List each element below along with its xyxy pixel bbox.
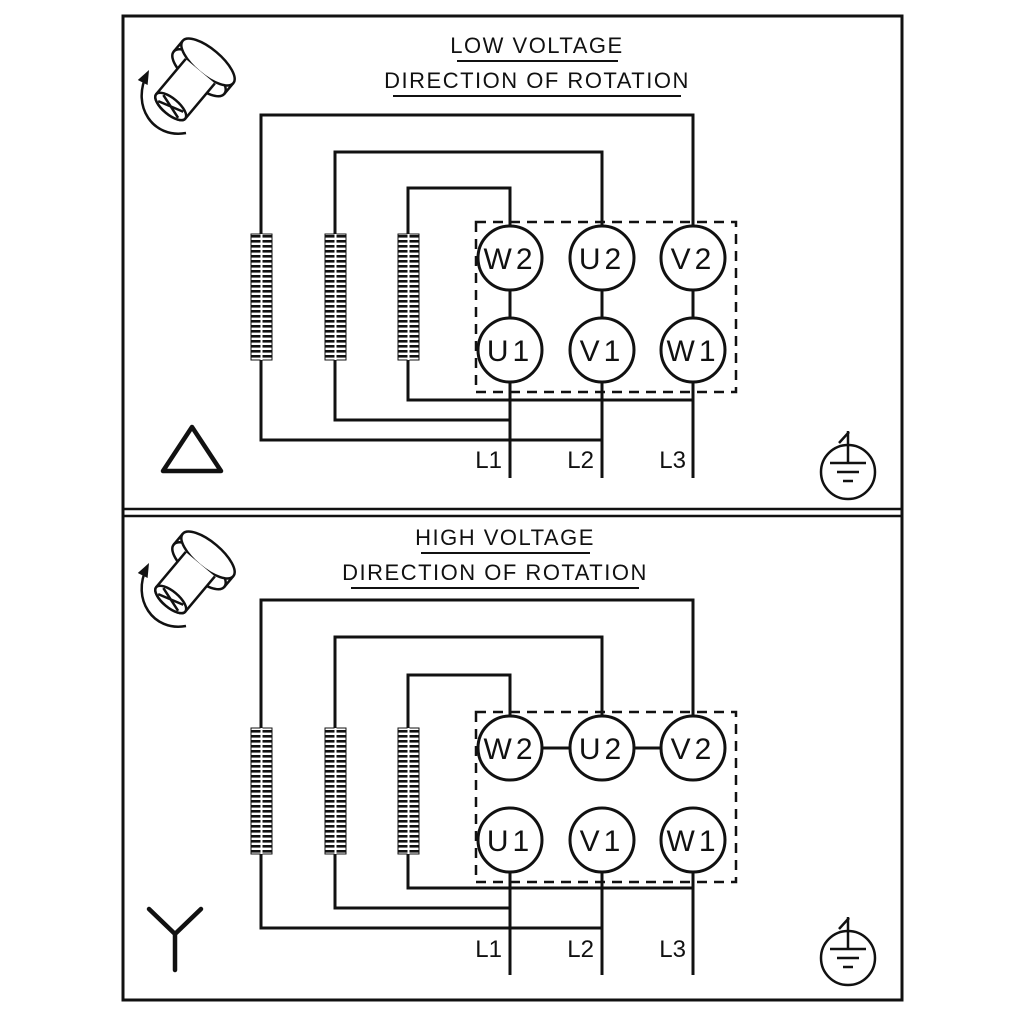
wire-u-winding-bottom [333,360,510,422]
motor-winding-coils [250,233,420,361]
terminal-u2 [568,224,636,292]
earth-arrow-barb [838,431,850,444]
terminal-label-w2: W2 [484,733,537,766]
wire-v-winding-top [259,598,695,748]
delta-icon [160,424,224,474]
terminal-v2 [659,714,727,782]
terminal-w2 [476,714,544,782]
wire-v-winding-bottom [259,360,602,442]
shaft-face-x [157,94,184,119]
motor-winding-coils [250,727,420,855]
terminal-label-w2: W2 [484,243,537,276]
terminal-label-u2: U2 [579,733,625,766]
star-icon [146,906,204,973]
supply-line-label-l1: L1 [475,447,502,474]
shaft-face-x [157,587,184,612]
terminal-w1 [659,316,727,384]
wire-u-winding-top [333,635,604,748]
panel-subtitle: DIRECTION OF ROTATION [384,68,690,93]
terminal-label-v2: V2 [671,243,716,276]
rotation-arrowhead [137,70,149,85]
terminal-label-w1: W1 [667,825,720,858]
rotation-direction-icon [137,37,236,135]
terminal-u2 [568,714,636,782]
panel-high-voltage: HIGH VOLTAGE DIRECTION OF ROTATION [137,525,877,987]
earth-ground-icon [819,431,877,501]
earth-arrow-barb [838,917,850,930]
wire-u-winding-top [333,150,604,258]
terminals: W2 U2 V2 U1 V1 W1 [476,714,727,874]
rotation-direction-icon [137,530,236,628]
wire-w-winding-bottom [406,360,693,402]
terminal-label-u1: U1 [487,335,533,368]
terminal-u1 [476,806,544,874]
supply-line-label-l2: L2 [567,447,594,474]
terminal-label-v2: V2 [671,733,716,766]
panel-title: HIGH VOLTAGE [415,525,595,550]
earth-ground-icon [819,917,877,987]
terminal-label-u2: U2 [579,243,625,276]
wire-u-winding-bottom [333,854,510,910]
rotation-arrow-arc [140,73,187,135]
terminal-w2 [476,224,544,292]
terminal-label-u1: U1 [487,825,533,858]
supply-line-label-l3: L3 [659,447,686,474]
terminal-label-v1: V1 [580,825,625,858]
terminal-label-w1: W1 [667,335,720,368]
wire-v-winding-bottom [259,854,602,930]
terminal-w1 [659,806,727,874]
terminal-u1 [476,316,544,384]
supply-line-label-l3: L3 [659,936,686,963]
wire-v-winding-top [259,113,695,258]
rotation-arrow-arc [140,566,187,628]
supply-line-label-l2: L2 [567,936,594,963]
panel-low-voltage: LOW VOLTAGE DIRECTION OF ROTATION [137,33,877,501]
terminal-label-v1: V1 [580,335,625,368]
panel-title: LOW VOLTAGE [450,33,623,58]
terminal-v2 [659,224,727,292]
terminal-board-outline [474,220,738,394]
wire-w-winding-bottom [406,854,693,890]
panel-subtitle: DIRECTION OF ROTATION [342,560,648,585]
supply-line-label-l1: L1 [475,936,502,963]
terminals: W2 U2 V2 U1 V1 W1 [476,224,727,384]
terminal-board-outline [474,710,738,884]
rotation-arrowhead [137,563,149,578]
terminal-v1 [568,316,636,384]
terminal-v1 [568,806,636,874]
